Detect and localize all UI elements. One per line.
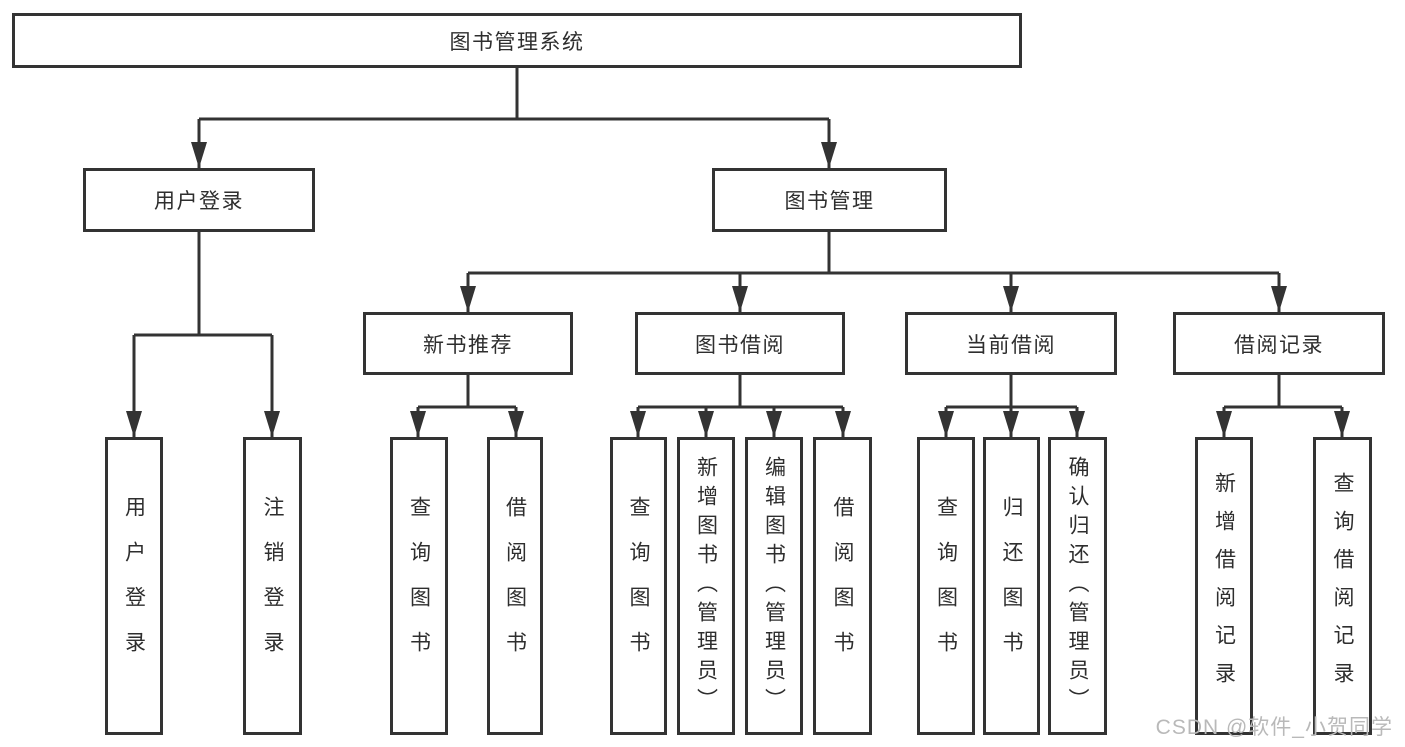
leaf-logout: 注销登录 bbox=[243, 437, 302, 735]
node-label: 新增图书（管理员） bbox=[694, 455, 718, 717]
node-book-management: 图书管理 bbox=[712, 168, 947, 232]
leaf-user-login: 用户登录 bbox=[105, 437, 163, 735]
leaf-borrow-books-2: 借阅图书 bbox=[813, 437, 872, 735]
node-label: 用户登录 bbox=[154, 190, 244, 213]
connector-root bbox=[191, 66, 837, 168]
watermark: CSDN @软件_小贺同学 bbox=[1155, 716, 1393, 739]
leaf-add-borrow-record: 新增借阅记录 bbox=[1195, 437, 1253, 735]
node-library-management-system: 图书管理系统 bbox=[12, 13, 1022, 68]
connector-user-login bbox=[126, 232, 280, 437]
node-label: 图书借阅 bbox=[695, 333, 785, 357]
node-label: 查询图书 bbox=[934, 496, 958, 676]
node-label: 编辑图书（管理员） bbox=[762, 455, 786, 717]
leaf-query-books-2: 查询图书 bbox=[610, 437, 667, 735]
leaf-confirm-return-admin: 确认归还（管理员） bbox=[1048, 437, 1107, 735]
node-label: 查询图书 bbox=[407, 496, 431, 676]
node-label: 确认归还（管理员） bbox=[1066, 455, 1089, 717]
connector-book-management bbox=[460, 232, 1287, 312]
node-current-borrowing: 当前借阅 bbox=[905, 312, 1117, 375]
connector-borrowing-records bbox=[1216, 375, 1350, 437]
node-label: 新增借阅记录 bbox=[1212, 472, 1236, 700]
node-label: 新书推荐 bbox=[423, 333, 513, 357]
leaf-query-books-1: 查询图书 bbox=[390, 437, 448, 735]
node-label: 注销登录 bbox=[261, 496, 284, 676]
node-label: 图书管理系统 bbox=[449, 30, 585, 54]
node-label: 图书管理 bbox=[784, 190, 875, 213]
node-label: 查询借阅记录 bbox=[1331, 472, 1354, 700]
node-borrowing-records: 借阅记录 bbox=[1173, 312, 1385, 375]
connector-book-borrowing bbox=[630, 375, 851, 437]
node-label: 归还图书 bbox=[1000, 496, 1023, 676]
leaf-query-borrow-record: 查询借阅记录 bbox=[1313, 437, 1372, 735]
node-label: 借阅记录 bbox=[1234, 333, 1324, 357]
node-new-book-recommendation: 新书推荐 bbox=[363, 312, 573, 375]
node-label: 借阅图书 bbox=[831, 496, 854, 676]
leaf-add-books-admin: 新增图书（管理员） bbox=[677, 437, 735, 735]
leaf-query-books-3: 查询图书 bbox=[917, 437, 975, 735]
connector-current-borrowing bbox=[938, 375, 1085, 437]
node-label: 用户登录 bbox=[122, 496, 146, 676]
node-label: 借阅图书 bbox=[503, 496, 527, 676]
node-label: 当前借阅 bbox=[966, 333, 1056, 357]
node-label: 查询图书 bbox=[627, 496, 650, 676]
node-book-borrowing: 图书借阅 bbox=[635, 312, 845, 375]
connector-new-book-recommendation bbox=[410, 375, 524, 437]
leaf-edit-books-admin: 编辑图书（管理员） bbox=[745, 437, 803, 735]
leaf-borrow-books-1: 借阅图书 bbox=[487, 437, 543, 735]
node-user-login-group: 用户登录 bbox=[83, 168, 315, 232]
leaf-return-books: 归还图书 bbox=[983, 437, 1040, 735]
